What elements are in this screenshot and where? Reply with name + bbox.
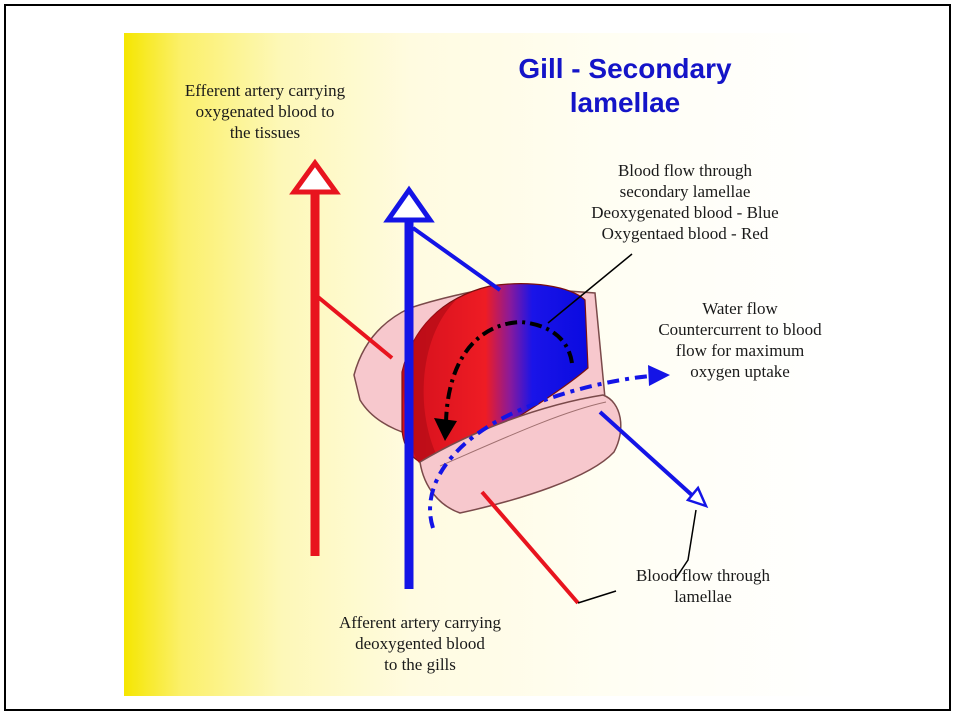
- lamella-blood-line-blue: [600, 412, 694, 497]
- blood-flow-lamellae-label: Blood flow through lamellae: [608, 565, 798, 607]
- diagram-title: Gill - Secondary lamellae: [480, 52, 770, 120]
- lamella-blood-line-red: [482, 492, 578, 603]
- title-line-1: Gill - Secondary: [480, 52, 770, 86]
- efferent-artery-arrowhead: [294, 163, 336, 192]
- afferent-artery-arrowhead: [388, 190, 430, 220]
- title-line-2: lamellae: [480, 86, 770, 120]
- blood-flow-secondary-label: Blood flow through secondary lamellae De…: [545, 160, 825, 244]
- efferent-artery-label: Efferent artery carrying oxygenated bloo…: [150, 80, 380, 143]
- afferent-branch: [413, 228, 500, 290]
- water-flow-label: Water flow Countercurrent to blood flow …: [620, 298, 860, 382]
- lamella-blood-arrowhead: [688, 488, 706, 506]
- afferent-artery-label: Afferent artery carrying deoxygented blo…: [305, 612, 535, 675]
